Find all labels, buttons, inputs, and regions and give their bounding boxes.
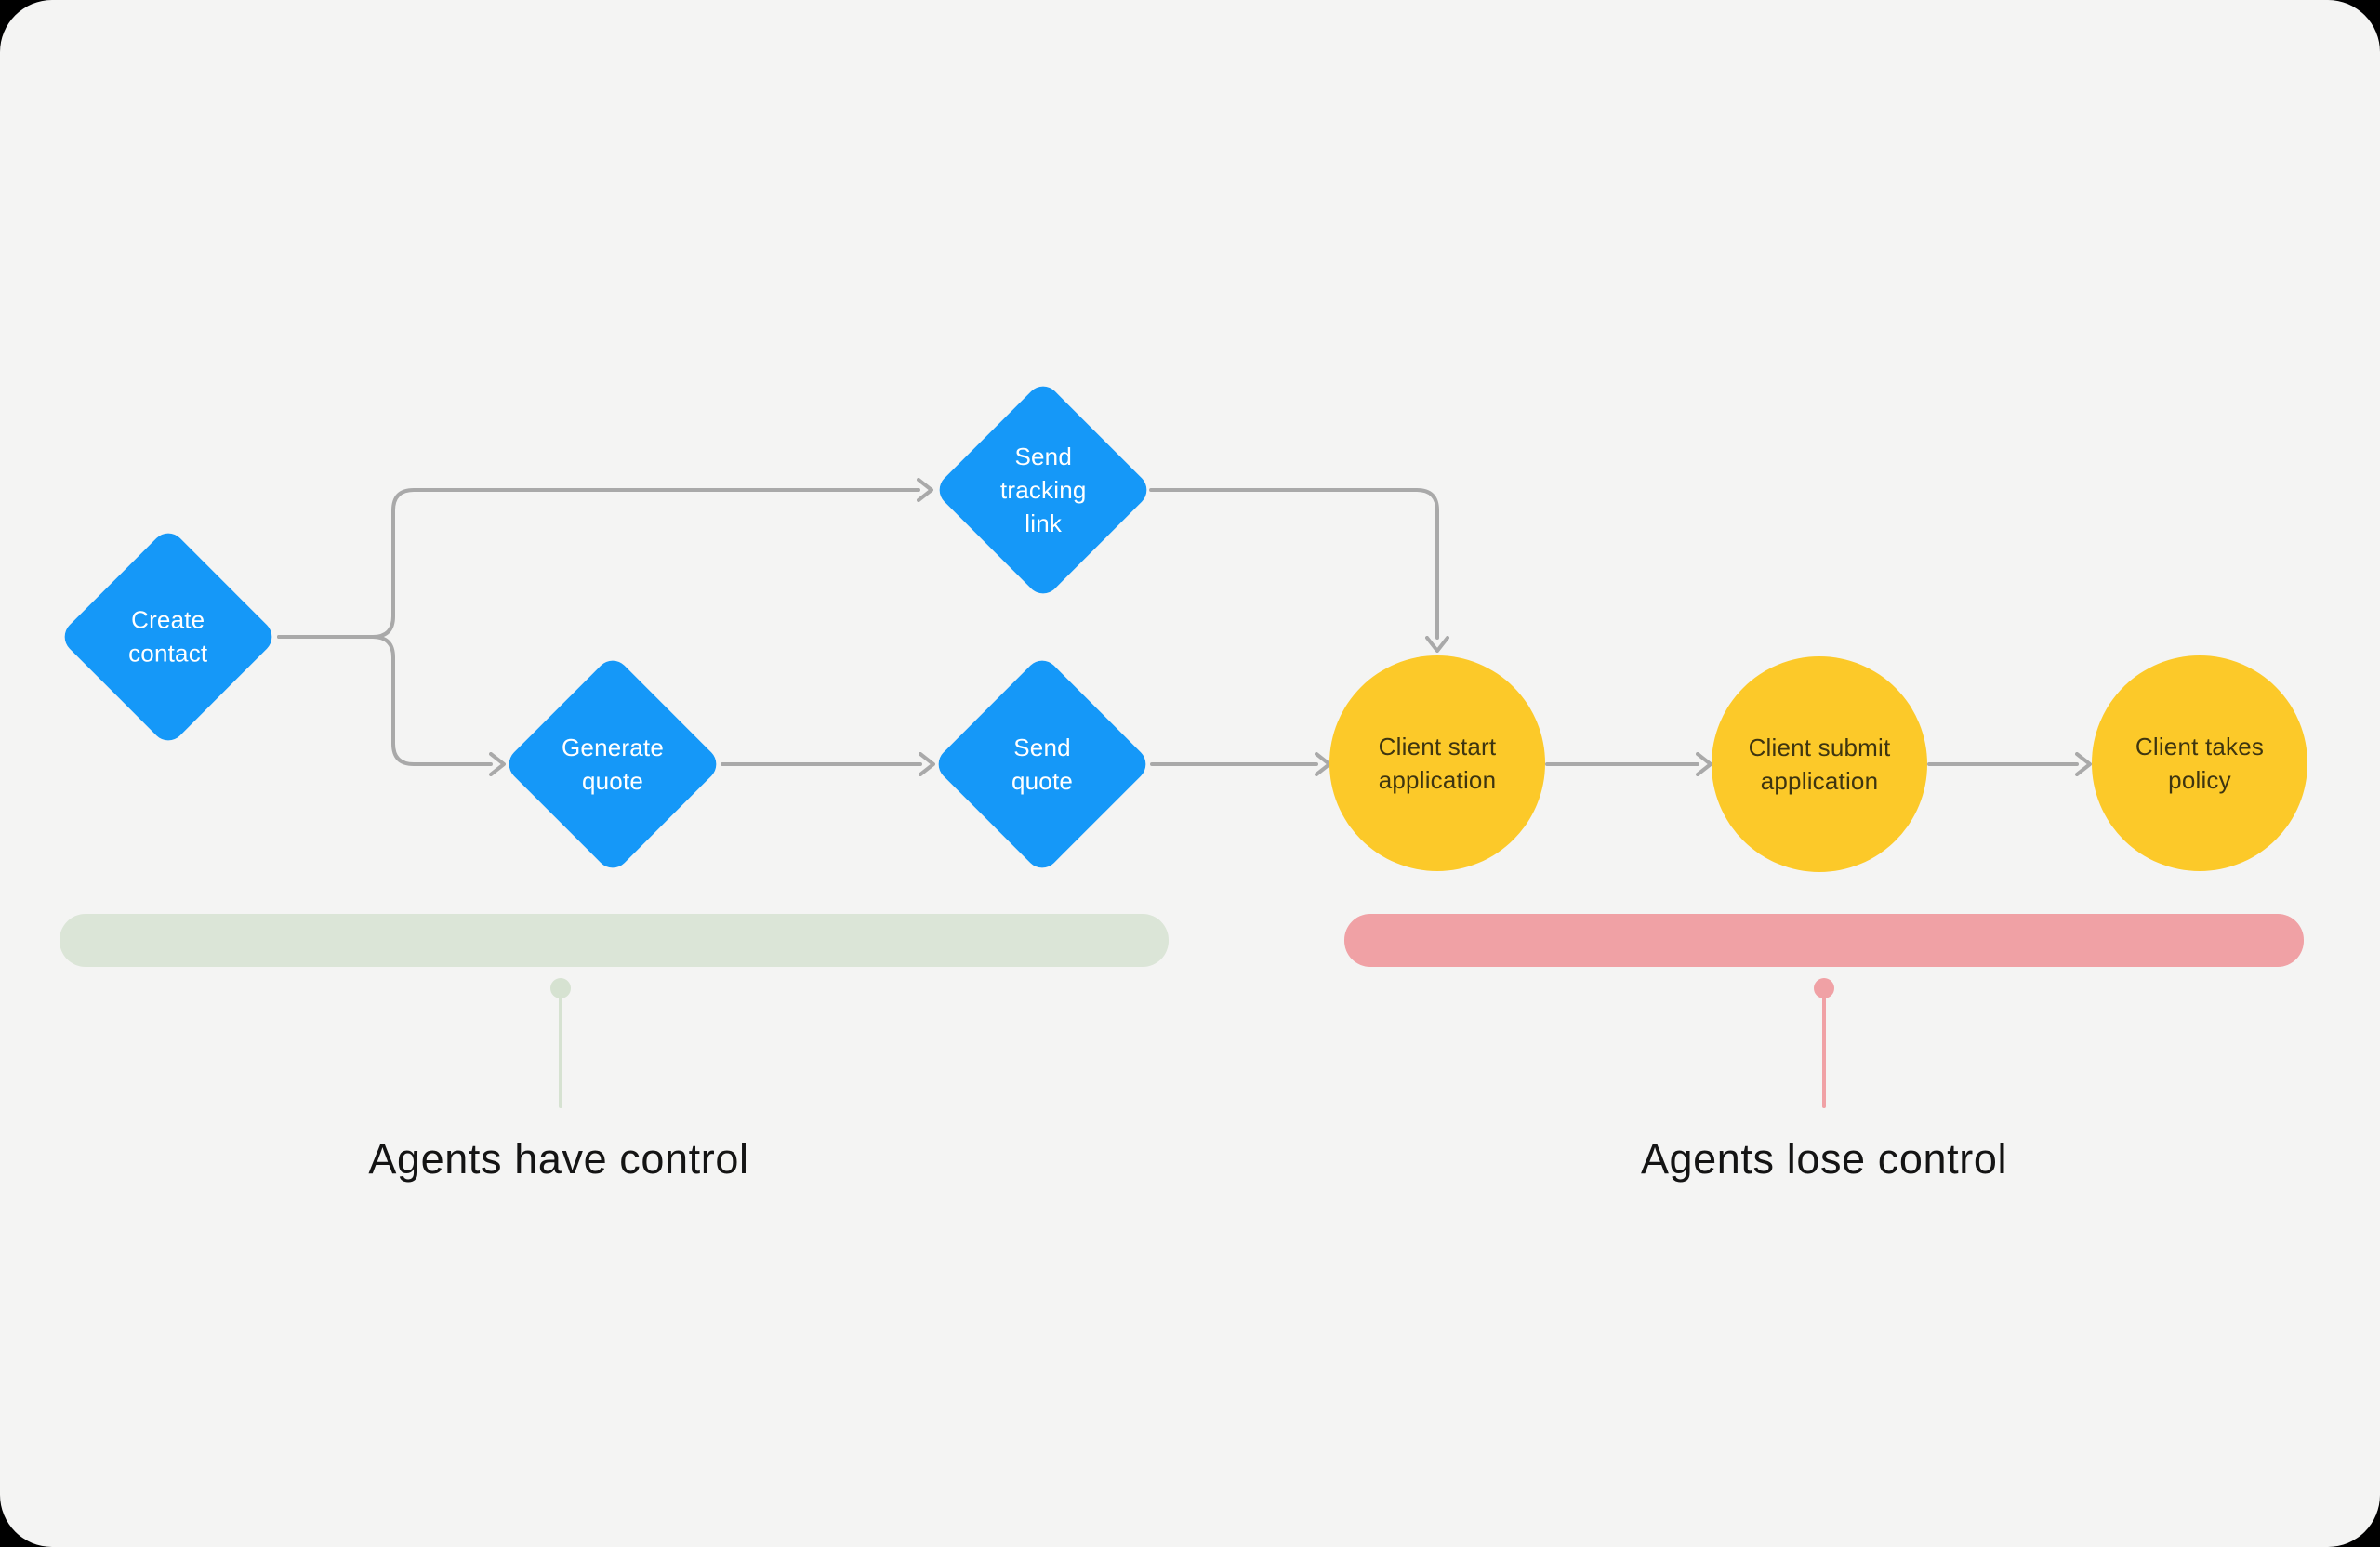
agents-lose-control-caption: Agents lose control — [1640, 1135, 2008, 1183]
node-client-start-application[interactable]: Client start application — [1329, 655, 1545, 871]
node-send-quote-label: Send quote — [1011, 733, 1074, 795]
agents-have-control-pointer-stem — [559, 996, 562, 1108]
agents-have-control-pointer-dot — [550, 978, 571, 998]
connector-send-tracking-link-to-client-start-application — [1149, 488, 1449, 653]
agents-lose-control-pointer-stem — [1822, 996, 1826, 1108]
agents-lose-control-zone-bar — [1344, 914, 2304, 967]
agents-have-control-zone-bar — [60, 914, 1169, 967]
connector-create-contact-to-generate-quote — [277, 635, 506, 776]
agents-lose-control-pointer-dot — [1814, 978, 1834, 998]
node-client-start-application-label: Client start application — [1378, 733, 1497, 794]
agents-have-control-caption: Agents have control — [368, 1135, 749, 1183]
node-client-submit-application-label: Client submit application — [1748, 734, 1891, 795]
connector-create-contact-to-send-tracking-link — [277, 478, 933, 639]
node-create-contact-label: Create contact — [128, 605, 208, 668]
node-send-tracking-link-label: Send tracking link — [999, 442, 1087, 537]
node-client-takes-policy-label: Client takes policy — [2135, 733, 2265, 794]
node-generate-quote-label: Generate quote — [561, 733, 665, 795]
node-client-submit-application[interactable]: Client submit application — [1712, 656, 1927, 872]
node-client-takes-policy[interactable]: Client takes policy — [2092, 655, 2307, 871]
